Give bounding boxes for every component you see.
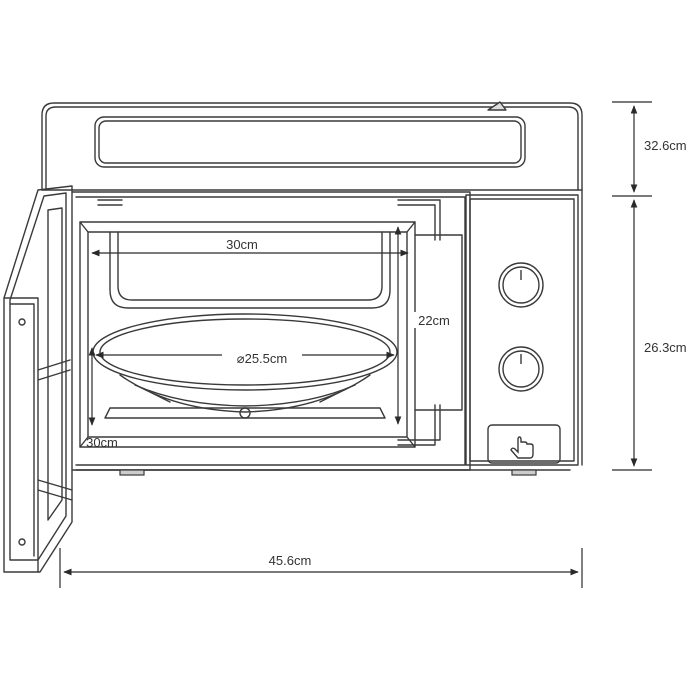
cabinet-top — [41, 101, 583, 191]
door-release-button[interactable] — [487, 424, 561, 464]
turntable-diameter-label: ⌀25.5cm — [237, 351, 287, 366]
open-door — [3, 185, 73, 573]
body-height-label: 26.3cm — [644, 340, 687, 355]
interior-height-label: 22cm — [418, 313, 450, 328]
dimension-lines — [59, 101, 652, 588]
control-panel — [465, 194, 579, 466]
oven-cavity — [79, 199, 463, 448]
interior-width-label: 30cm — [226, 237, 258, 252]
top-height-label: 32.6cm — [644, 138, 687, 153]
dimension-labels: 30cm 22cm ⌀25.5cm 30cm 32.6cm 26.3cm 45.… — [86, 138, 687, 568]
interior-depth-label: 30cm — [86, 435, 118, 450]
feet — [119, 469, 537, 476]
timer-knob[interactable] — [498, 262, 544, 308]
hand-pointer-icon — [510, 436, 534, 459]
power-knob[interactable] — [498, 346, 544, 392]
total-width-label: 45.6cm — [269, 553, 312, 568]
